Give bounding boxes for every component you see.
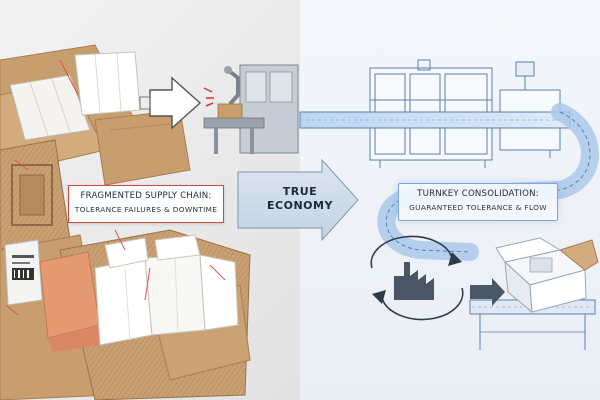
white-folded-box-row	[94, 234, 239, 346]
callout-left-title: FRAGMENTED SUPPLY CHAIN:	[80, 191, 212, 201]
arrow-right-icon	[139, 76, 202, 130]
white-flat-box	[74, 51, 141, 116]
fragmented-supply-chain-callout: FRAGMENTED SUPPLY CHAIN: TOLERANCE FAILU…	[68, 185, 224, 223]
center-label: TRUE ECONOMY	[262, 185, 338, 213]
warning-spark-icon	[203, 87, 214, 107]
center-label-line2: ECONOMY	[267, 199, 333, 212]
turnkey-consolidation-callout: TURNKEY CONSOLIDATION: GUARANTEED TOLERA…	[398, 183, 558, 221]
callout-left-subtitle: TOLERANCE FAILURES & DOWNTIME	[74, 205, 218, 214]
callout-right-subtitle: GUARANTEED TOLERANCE & FLOW	[409, 203, 547, 212]
blueprint-conveyor-top	[299, 111, 571, 129]
center-label-line1: TRUE	[282, 185, 318, 198]
cardboard-insert-tray	[0, 139, 71, 251]
factory-cycle-icon	[370, 235, 464, 321]
tolerance-error-marks	[5, 59, 226, 316]
callout-right-title: TURNKEY CONSOLIDATION:	[417, 189, 539, 199]
true-economy-arrow	[237, 158, 359, 242]
orange-box	[39, 251, 102, 352]
shipping-label	[4, 239, 43, 306]
packaging-machine-left	[203, 64, 299, 154]
white-shipping-box	[495, 237, 599, 314]
